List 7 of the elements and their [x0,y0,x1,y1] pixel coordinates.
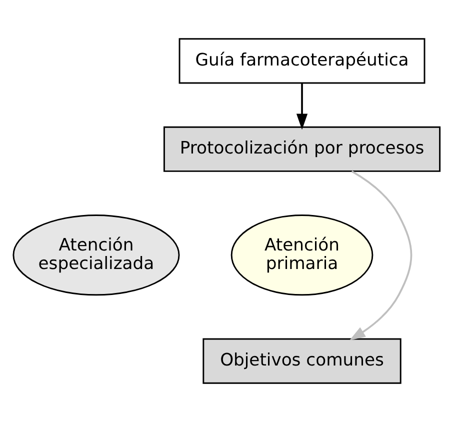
arrow [296,82,308,130]
node-box: Guía farmacoterapéutica [178,38,426,84]
node-ellipse: Atención primaria [230,214,374,296]
node-box: Objetivos comunes [202,338,402,384]
arrow [349,170,412,340]
node-ellipse: Atención especializada [12,214,180,296]
node-box: Protocolización por procesos [163,126,441,172]
